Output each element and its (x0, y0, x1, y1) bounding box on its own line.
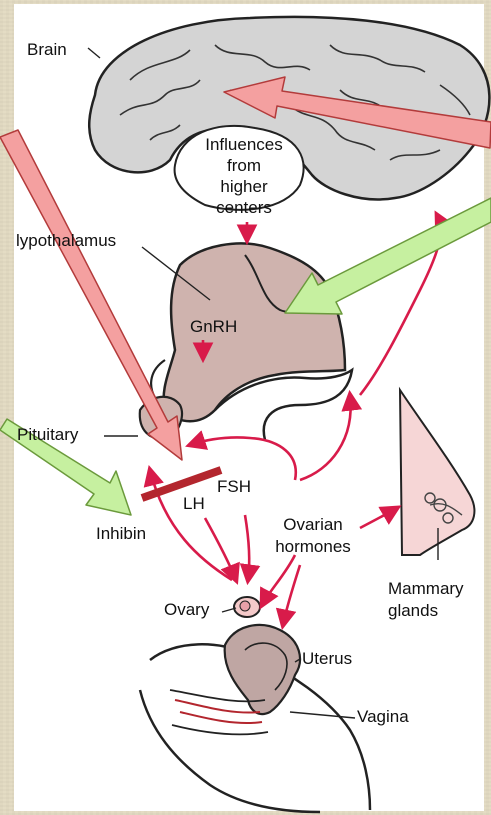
label-influences-4: centers (188, 199, 300, 216)
label-vagina: Vagina (357, 708, 409, 725)
label-gnrh: GnRH (190, 318, 237, 335)
label-mammary-1: Mammary (388, 580, 464, 597)
pelvis-back (140, 690, 320, 812)
ovarian-to-hypothalamus-arrow (300, 395, 351, 480)
ovarian-to-mammary-arrow (360, 508, 397, 528)
green-pointer-arrow-hypothalamus (285, 198, 491, 314)
label-brain: Brain (27, 41, 67, 58)
label-hypothalamus: lypothalamus (16, 232, 116, 249)
label-uterus: Uterus (302, 650, 352, 667)
label-ovarian-1: Ovarian (262, 516, 364, 533)
label-influences-2: from (188, 157, 300, 174)
label-mammary-2: glands (388, 602, 438, 619)
label-influences-3: higher (188, 178, 300, 195)
label-fsh: FSH (217, 478, 251, 495)
ovarian-to-uterus-arrow-2 (283, 565, 300, 625)
ovary-follicle (240, 601, 250, 611)
fsh-to-ovary-arrow (245, 515, 249, 580)
label-lh: LH (183, 495, 205, 512)
label-ovary: Ovary (164, 601, 209, 618)
label-ovarian-2: hormones (262, 538, 364, 555)
mammary-shape (400, 390, 474, 555)
label-influences-1: Influences (188, 136, 300, 153)
label-pituitary: Pituitary (17, 426, 78, 443)
lh-to-ovary-arrow (205, 518, 236, 580)
label-inhibin: Inhibin (96, 525, 146, 542)
red-pointer-arrow-lh (0, 130, 182, 460)
